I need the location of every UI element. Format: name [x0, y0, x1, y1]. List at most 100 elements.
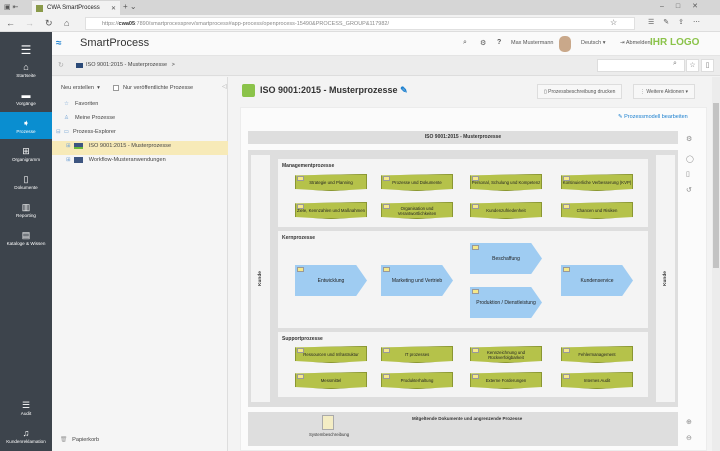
sidebar-item-kataloge[interactable]: ▤Kataloge & Wissen: [6, 229, 46, 246]
window-controls[interactable]: –□✕: [660, 3, 710, 10]
process-box[interactable]: Produkterhaltung: [381, 372, 453, 389]
process-box[interactable]: Organisation und Verantwortlichkeiten: [381, 202, 453, 219]
page-title: ISO 9001:2015 - Musterprozesse ✎: [260, 85, 408, 95]
tree-my-processes[interactable]: ♙Meine Prozesse: [64, 115, 116, 121]
kunde-right: Kunde: [656, 155, 675, 402]
refresh-icon[interactable]: ↻: [45, 18, 53, 28]
gear-icon[interactable]: ⚙: [480, 40, 487, 47]
forward-icon[interactable]: →: [25, 18, 34, 28]
sidebar-item-startseite[interactable]: ⌂Startseite: [16, 61, 36, 78]
collapse-panel-icon[interactable]: ◁: [222, 84, 227, 90]
collapse-icon: ⊟: [56, 129, 61, 135]
sidebar-item-organigramm[interactable]: ⊞Organigramm: [11, 145, 41, 162]
sidebar: ☰ ⌂Startseite ▬Vorgänge ➧Prozesse ⊞Organ…: [0, 32, 52, 451]
bookmark-button[interactable]: ▯: [701, 59, 714, 72]
tree-favorites[interactable]: ☆Favoriten: [64, 101, 99, 107]
help-icon[interactable]: ?: [497, 39, 502, 46]
process-tree-panel: [52, 77, 228, 451]
logout-button[interactable]: ⇥ Abmelden: [620, 40, 651, 46]
expand-icon: ⊞: [66, 157, 71, 163]
process-box[interactable]: Kontinuierliche Verbesserung (KVP): [561, 174, 633, 191]
lane-management: Managementprozesse Strategie und Plannin…: [278, 159, 648, 227]
lane-support: Supportprozesse Ressourcen und Infrastru…: [278, 332, 648, 397]
search-input[interactable]: [597, 59, 685, 72]
process-arrow[interactable]: Beschaffung: [470, 243, 542, 274]
sync-icon[interactable]: ↻: [58, 62, 64, 69]
document-icon[interactable]: [322, 415, 334, 430]
process-arrow[interactable]: Marketing und Vertrieb: [381, 265, 453, 296]
process-arrow[interactable]: Entwicklung: [295, 265, 367, 296]
bell-icon: ♫: [22, 427, 30, 438]
print-description-button[interactable]: ▯ Prozessbeschreibung drucken: [537, 84, 623, 99]
process-box[interactable]: Messmittel: [295, 372, 367, 389]
comment-icon[interactable]: ◯: [686, 156, 694, 163]
process-box[interactable]: Kennzeichnung und Rückverfolgbarkeit: [470, 346, 542, 363]
process-folder-icon: [242, 84, 255, 97]
sidebar-item-kundenreklamation[interactable]: ♫Kundenreklamation: [6, 427, 46, 444]
favorite-star-icon[interactable]: ☆: [610, 18, 618, 27]
history-icon[interactable]: ↺: [686, 187, 692, 194]
star-icon: ☆: [64, 101, 70, 107]
settings-gear-icon[interactable]: ⚙: [686, 136, 693, 143]
process-box[interactable]: Internes Audit: [561, 372, 633, 389]
browser-tab-bar: [0, 0, 720, 15]
edit-pencil-icon[interactable]: ✎: [400, 85, 408, 95]
search-icon[interactable]: ⌕: [673, 60, 677, 67]
user-name[interactable]: Max Mustermann: [511, 40, 554, 46]
browser-tab[interactable]: CWA SmartProcess✕: [32, 1, 120, 15]
sidebar-item-dokumente[interactable]: ▯Dokumente: [14, 173, 38, 190]
home-browser-icon[interactable]: ⌂: [64, 18, 70, 28]
process-box[interactable]: Personal, Schulung und Kompetenz: [470, 174, 542, 191]
tree-node-workflow[interactable]: ⊞Workflow-Musteranwendungen: [66, 157, 166, 163]
process-box[interactable]: Strategie und Planning: [295, 174, 367, 191]
tree-node-iso[interactable]: ⊞ISO 9001:2015 - Musterprozesse: [66, 143, 172, 149]
avatar[interactable]: [559, 36, 571, 52]
star-button[interactable]: ☆: [686, 59, 699, 72]
search-icon[interactable]: ⌕: [463, 39, 467, 46]
pdf-icon[interactable]: ▯: [686, 171, 690, 178]
sidebar-item-vorgaenge[interactable]: ▬Vorgänge: [16, 89, 36, 106]
process-box[interactable]: Ziele, Kennzahlen und Maßnahmen: [295, 202, 367, 219]
diagram-title: ISO 9001:2015 - Musterprozesse: [248, 131, 678, 144]
process-box[interactable]: Kundenzufriedenheit: [470, 202, 542, 219]
related-docs-title: Mitgeltende Dokumente und angrenzende Pr…: [412, 416, 523, 421]
process-arrow[interactable]: Produktion / Dienstleistung: [470, 287, 542, 318]
checklist-icon: ☰: [21, 399, 31, 410]
breadcrumb[interactable]: ISO 9001:2015 - Musterprozesse >: [86, 62, 175, 68]
more-actions-button[interactable]: ⋮ Weitere Aktionen ▾: [633, 84, 696, 99]
folder-open-icon: ▭: [63, 129, 69, 135]
tab-manager-icon[interactable]: ▣ ⇤: [4, 4, 19, 11]
zoom-in-icon[interactable]: ⊕: [686, 419, 692, 426]
close-tab-icon[interactable]: ✕: [110, 5, 116, 12]
menu-toggle-icon[interactable]: ☰: [20, 42, 32, 57]
back-icon[interactable]: ←: [6, 18, 15, 28]
sidebar-item-audit[interactable]: ☰Audit: [20, 399, 32, 416]
tree-explorer[interactable]: ⊟▭Prozess-Explorer: [56, 129, 116, 135]
process-box[interactable]: Externe Forderungen: [470, 372, 542, 389]
process-box[interactable]: Prozesse und Dokumente: [381, 174, 453, 191]
process-arrow[interactable]: Kundenservice: [561, 265, 633, 296]
catalog-icon: ▤: [21, 229, 31, 240]
browser-tools[interactable]: ☰✎⇪⋯: [648, 19, 710, 26]
trash-link[interactable]: 🗑Papierkorb: [60, 437, 100, 443]
process-group-icon: [73, 157, 83, 163]
process-box[interactable]: Fehlermanagement: [561, 346, 633, 363]
url-input[interactable]: https://cwa05:7890/smartprocessprev/smar…: [85, 17, 635, 30]
app-header: [52, 32, 720, 56]
new-tab-button[interactable]: + ⌄: [123, 2, 137, 11]
process-box[interactable]: IT prozesses: [381, 346, 453, 363]
folder-icon: ▬: [21, 89, 31, 100]
breadcrumb-bar: [52, 56, 720, 76]
sidebar-item-prozesse[interactable]: ➧Prozesse: [0, 112, 52, 139]
scrollbar-thumb[interactable]: [713, 103, 719, 268]
edit-model-link[interactable]: ✎ Prozessmodell bearbeiten: [618, 114, 688, 120]
published-only-checkbox[interactable]: Nur veröffentlichte Prozesse: [113, 85, 193, 91]
process-box[interactable]: Ressourcen und Infrastruktur: [295, 346, 367, 363]
doc-label[interactable]: Systembeschreibung: [309, 432, 350, 437]
new-create-dropdown[interactable]: Neu erstellen ▾: [61, 85, 100, 91]
language-select[interactable]: Deutsch ▾: [581, 40, 606, 46]
kunde-left: Kunde: [251, 155, 270, 402]
sidebar-item-reporting[interactable]: ▥Reporting: [16, 201, 36, 218]
process-box[interactable]: Chancen und Risiken: [561, 202, 633, 219]
zoom-out-icon[interactable]: ⊖: [686, 435, 692, 442]
